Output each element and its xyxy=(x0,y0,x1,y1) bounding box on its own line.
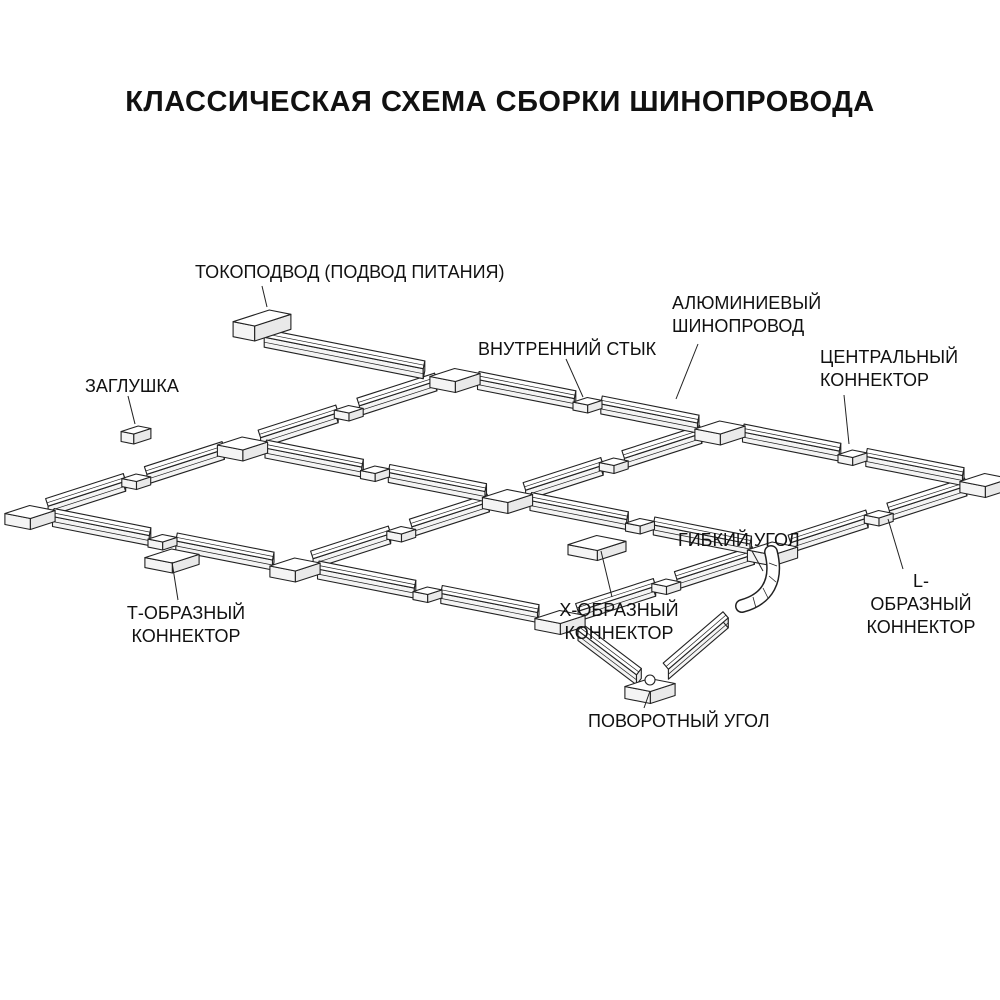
swivel-corner-cap xyxy=(644,674,656,686)
leader-lines xyxy=(127,285,904,709)
corner-node-bottom xyxy=(534,609,586,636)
label-end-cap: ЗАГЛУШКА xyxy=(85,376,179,396)
track-joint xyxy=(572,396,603,414)
track-joint xyxy=(359,465,391,483)
track-segment xyxy=(575,578,657,622)
t-connector-node xyxy=(269,557,321,583)
label-swivel-corner: ПОВОРОТНЫЙ УГОЛ xyxy=(588,711,770,731)
track-segment xyxy=(865,447,965,487)
t-connector-node xyxy=(694,420,746,446)
track-joint xyxy=(651,578,682,596)
label-aluminum-track: АЛЮМИНИЕВЫЙ ШИНОПРОВОД xyxy=(672,293,822,336)
track-segment xyxy=(476,371,577,410)
track-joint xyxy=(624,517,656,535)
track-joint xyxy=(386,525,417,543)
track-joint xyxy=(837,449,868,467)
label-t-connector: Т-ОБРАЗНЫЙ КОННЕКТОР xyxy=(126,603,246,646)
track-joint xyxy=(863,509,894,527)
track-joint xyxy=(598,457,629,475)
track-segment xyxy=(529,492,629,531)
page-title: КЛАССИЧЕСКАЯ СХЕМА СБОРКИ ШИНОПРОВОДА xyxy=(125,86,875,118)
track-segment xyxy=(143,441,225,485)
track-segment xyxy=(787,509,869,554)
track-joint xyxy=(147,533,178,551)
track-segment xyxy=(51,508,152,547)
track-segment xyxy=(600,395,700,434)
end-cap xyxy=(120,425,152,445)
track-segment xyxy=(356,372,438,417)
power-feed xyxy=(232,309,292,342)
track-joint xyxy=(412,586,443,604)
track-segment xyxy=(440,584,540,624)
track-segment xyxy=(522,457,604,501)
l-connector-left xyxy=(4,504,56,531)
track-joint xyxy=(121,473,152,491)
l-connector-right xyxy=(959,472,1000,499)
track-segment xyxy=(621,425,703,469)
label-flexible-corner: ГИБКИЙ УГОЛ xyxy=(678,530,800,550)
label-power-feed: ТОКОПОДВОД (ПОДВОД ПИТАНИЯ) xyxy=(195,262,505,282)
track-segment xyxy=(673,546,755,590)
flexible-corner xyxy=(735,545,781,613)
x-connector xyxy=(567,534,627,562)
t-connector-node xyxy=(216,436,269,462)
label-inner-joint: ВНУТРЕННИЙ СТЫК xyxy=(478,339,657,359)
track-segment xyxy=(408,493,490,538)
track-segment xyxy=(316,560,417,599)
track-segment xyxy=(662,611,729,680)
track-joint xyxy=(333,404,364,422)
track-segment xyxy=(263,328,426,380)
track-segment xyxy=(387,463,488,503)
t-connector xyxy=(144,548,200,574)
track-segment xyxy=(886,477,968,522)
t-connector-top xyxy=(429,367,481,394)
x-connector-node xyxy=(481,488,534,515)
label-l-connector: L-ОБРАЗНЫЙ КОННЕКТОР xyxy=(866,571,976,637)
track-segment xyxy=(264,439,364,478)
track-segment xyxy=(741,423,842,462)
label-x-connector: Х-ОБРАЗНЫЙ КОННЕКТОР xyxy=(559,600,679,643)
label-central-connector: ЦЕНТРАЛЬНЫЙ КОННЕКТОР xyxy=(820,347,959,390)
